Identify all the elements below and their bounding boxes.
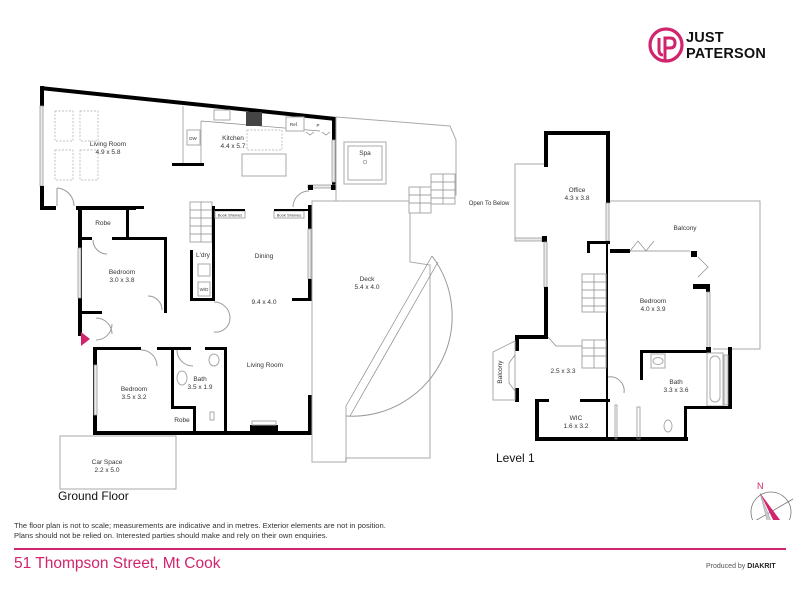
room-kitchen-name: Kitchen — [222, 135, 244, 142]
property-address: 51 Thompson Street, Mt Cook — [14, 555, 221, 572]
room-dining-dims: 9.4 x 4.0 — [252, 299, 277, 306]
brand-logo-icon — [648, 27, 684, 63]
room-wic-dims: 1.6 x 3.2 — [564, 423, 589, 430]
level1-label: Level 1 — [496, 451, 535, 465]
brand-wordmark: JUST PATERSON — [686, 30, 766, 62]
disclaimer: The floor plan is not to scale; measurem… — [14, 521, 444, 541]
room-living-room-name: Living Room — [90, 141, 126, 148]
room-balcony-2-name: Balcony — [497, 360, 504, 384]
room-bath-ground-name: Bath — [193, 376, 207, 383]
room-dining-name: Dining — [255, 253, 274, 260]
footer-divider — [14, 548, 786, 550]
room-robe-1-name: Robe — [95, 220, 111, 227]
room-deck-dims: 5.4 x 4.0 — [355, 284, 380, 291]
fixture-book-shelves-2: Book Shelves — [277, 213, 301, 218]
brand-logo: JUST PATERSON — [648, 26, 788, 70]
fixture-refrigerator: Ref. — [290, 122, 298, 127]
room-balcony-1-name: Balcony — [673, 225, 697, 232]
fixture-dishwasher: DW — [189, 136, 197, 141]
disclaimer-line1: The floor plan is not to scale; measurem… — [14, 521, 386, 530]
fixture-washer-dryer: W/D — [200, 287, 209, 292]
producer-company: DIAKRIT — [747, 563, 776, 570]
room-bedroom-3-name: Bedroom — [640, 298, 666, 305]
room-bedroom-1-dims: 3.0 x 3.8 — [110, 277, 135, 284]
fixture-book-shelves-1: Book Shelves — [218, 213, 242, 218]
ground-floor-plan: DW Ref. P — [39, 86, 457, 490]
level1-plan: Open To Below Office 4.3 x 3.8 Balcony B… — [469, 131, 761, 441]
compass-icon: N — [750, 481, 794, 520]
room-bath-level1-dims: 3.3 x 3.6 — [664, 387, 689, 394]
room-spa-name: Spa — [359, 150, 371, 157]
room-living-room-2-name: Living Room — [247, 362, 283, 369]
room-living-room-dims: 4.9 x 5.8 — [96, 149, 121, 156]
room-landing-dims: 2.5 x 3.3 — [551, 368, 576, 375]
room-bedroom-2-name: Bedroom — [121, 386, 147, 393]
room-car-space-name: Car Space — [92, 459, 123, 466]
brand-name-line2: PATERSON — [686, 46, 767, 62]
label-open-to-below: Open To Below — [469, 201, 510, 207]
room-bedroom-2-dims: 3.5 x 3.2 — [122, 394, 147, 401]
room-bath-level1-name: Bath — [669, 379, 683, 386]
producer-credit: Produced by DIAKRIT — [706, 563, 776, 570]
room-office-name: Office — [569, 187, 586, 194]
room-car-space-dims: 2.2 x 5.0 — [95, 467, 120, 474]
room-bath-ground-dims: 3.5 x 1.9 — [188, 384, 213, 391]
compass-north-label: N — [757, 481, 764, 491]
room-kitchen-dims: 4.4 x 5.7 — [221, 143, 246, 150]
entry-marker-icon — [81, 332, 90, 346]
disclaimer-line2: Plans should not be relied on. Intereste… — [14, 531, 328, 540]
producer-prefix: Produced by — [706, 563, 746, 570]
room-office-dims: 4.3 x 3.8 — [565, 195, 590, 202]
brand-name-line1: JUST — [686, 30, 724, 46]
floor-plan: DW Ref. P — [39, 86, 794, 520]
ground-floor-label: Ground Floor — [58, 489, 129, 503]
room-bedroom-3-dims: 4.0 x 3.9 — [641, 306, 666, 313]
room-deck-name: Deck — [360, 276, 376, 283]
room-wic-name: WIC — [570, 415, 583, 422]
fixture-pantry: P — [316, 123, 319, 128]
room-laundry-name: L'dry — [196, 252, 211, 259]
room-bedroom-1-name: Bedroom — [109, 269, 135, 276]
room-robe-2-name: Robe — [174, 417, 190, 424]
